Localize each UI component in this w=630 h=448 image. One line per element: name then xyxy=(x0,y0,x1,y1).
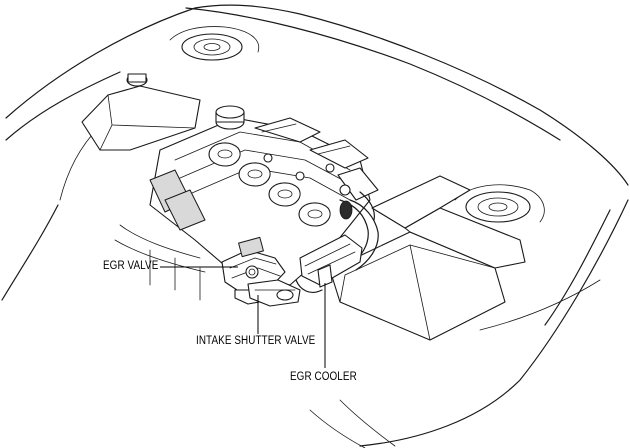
engine-block xyxy=(149,105,379,286)
reservoir-tank xyxy=(81,73,201,151)
egr-cooler-assembly xyxy=(295,234,363,293)
left-strut-tower xyxy=(169,26,260,61)
air-cleaner-box xyxy=(329,175,526,341)
vehicle-body-outline xyxy=(1,4,629,447)
right-strut-tower xyxy=(454,184,545,223)
egr-valve-label: EGR VALVE xyxy=(103,260,159,272)
intake-shutter-valve-assembly xyxy=(247,279,301,307)
intake-shutter-valve-label: INTAKE SHUTTER VALVE xyxy=(196,335,316,347)
egr-cooler-label: EGR COOLER xyxy=(290,371,357,383)
lower-engine-details xyxy=(114,224,396,448)
